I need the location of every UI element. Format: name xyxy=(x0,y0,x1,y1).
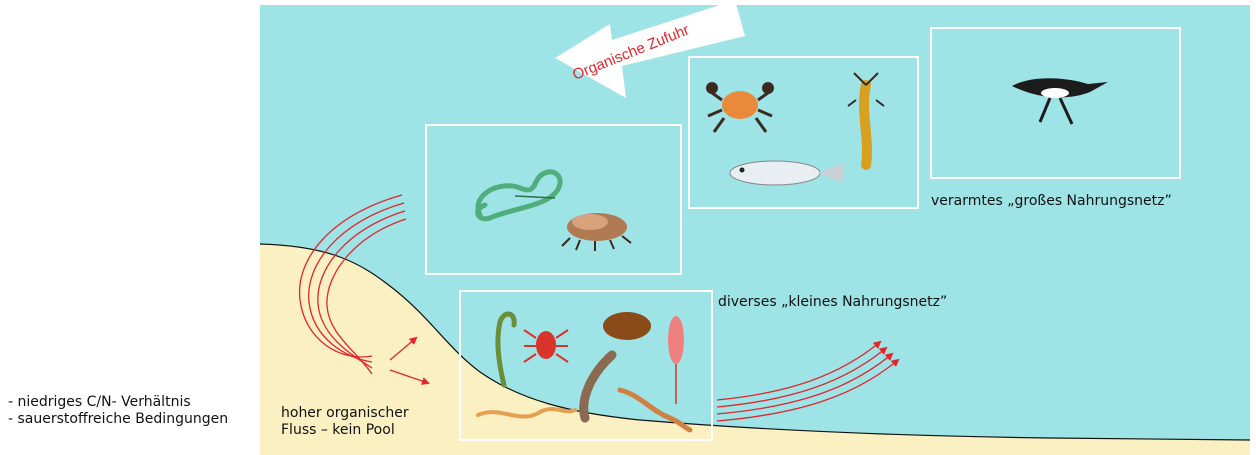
condition-item: - sauerstoffreiche Bedingungen xyxy=(8,411,228,428)
condition-item: - niedriges C/N- Verhältnis xyxy=(8,394,228,411)
high-flux-line-2: Fluss – kein Pool xyxy=(281,422,409,439)
conditions-list: - niedriges C/N- Verhältnis - sauerstoff… xyxy=(8,394,228,428)
seed-shell-icon xyxy=(603,312,651,340)
high-flux-line-1: hoher organischer xyxy=(281,405,409,422)
mite-icon xyxy=(524,330,568,362)
small-web-label: diverses „kleines Nahrungsnetz” xyxy=(718,294,947,311)
large-web-label: verarmtes „großes Nahrungsnetz” xyxy=(931,193,1172,210)
high-flux-label: hoher organischer Fluss – kein Pool xyxy=(281,405,409,439)
